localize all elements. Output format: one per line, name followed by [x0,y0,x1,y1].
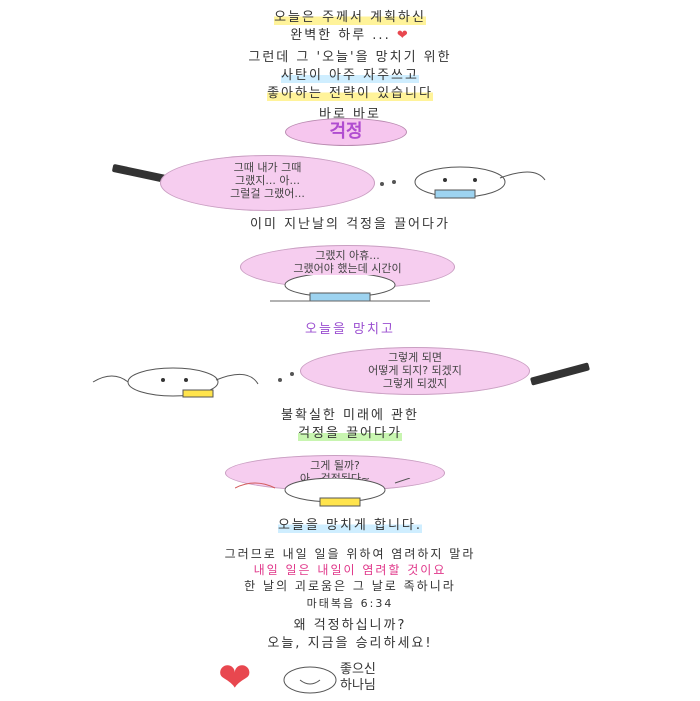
scene3-caption-line-1: 불확실한 미래에 관한 [281,408,419,423]
bunny-icon [270,275,430,302]
scene3-caption-line-2: 걱정을 끌어다가 [298,426,402,441]
para1-line-3: 좋아하는 전략이 있습니다 [267,86,433,101]
intro-line-1: 오늘은 주께서 계획하신 [274,10,426,25]
thought-dot [380,182,384,186]
bunny-icon [414,166,546,199]
para1-line-1: 그런데 그 '오늘'을 망치기 위한 [248,50,452,65]
bunny-icon [92,367,259,398]
para1-line-2: 사탄이 아주 자주쓰고 [281,68,419,83]
scene2-caption: 오늘을 망치고 [305,322,395,337]
pencil-icon [529,362,591,386]
verse-line-3: 한 날의 괴로움은 그 날로 족하니라 [244,579,456,593]
scene4-caption: 오늘을 망치게 합니다. [277,518,423,533]
scene3-thought-cloud: 그렇게 되면 어떻게 되지? 되겠지 그렇게 되겠지 [300,347,530,395]
thought-dot [278,378,282,382]
heart-icon: ❤ [396,28,410,43]
closing-line-2: 오늘, 지금을 승리하세요! [267,636,433,651]
thought-dot [290,372,294,376]
bunny-icon [283,666,337,694]
scene1-caption: 이미 지난날의 걱정을 끌어다가 [250,217,450,232]
verse-reference: 마태복음 6:34 [306,597,394,610]
closing-line-1: 왜 걱정하십니까? [293,618,407,633]
signature: 좋으신 하나님 [340,662,376,693]
thought-dot [392,180,396,184]
bunny-icon [235,478,411,507]
intro-line-2: 완벽한 하루 ... ❤ [290,28,410,43]
heart-icon: ❤ [218,655,252,701]
verse-line-1: 그러므로 내일 일을 위하여 염려하지 말라 [224,547,476,561]
scene1-thought-cloud: 그때 내가 그때 그랬지... 아... 그럴걸 그랬어... [160,155,375,211]
verse-line-2: 내일 일은 내일이 염려할 것이요 [253,563,447,577]
worry-badge: 걱정 [285,118,407,146]
